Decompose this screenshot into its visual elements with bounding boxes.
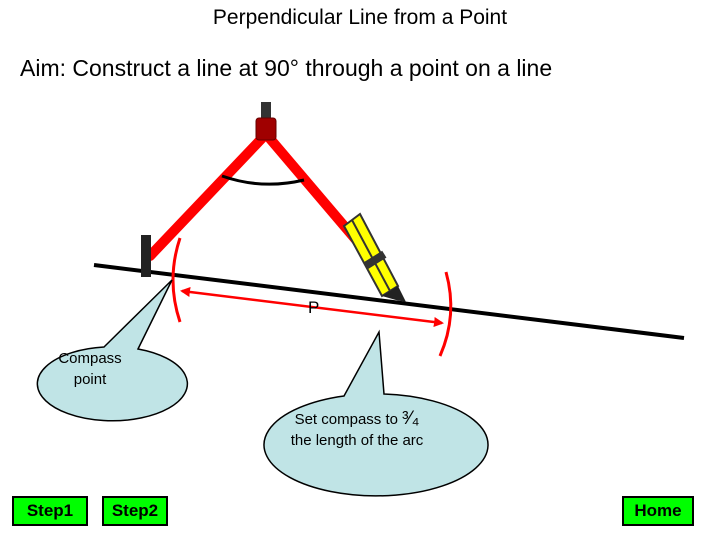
set-compass-line2: the length of the arc: [290, 432, 424, 449]
right-arc: [438, 271, 453, 357]
compass-point-needle: [141, 235, 151, 277]
compass-point-callout: [36, 279, 189, 422]
point-label: P: [308, 298, 319, 317]
set-compass-prefix: Set compass to: [294, 411, 403, 428]
page-title: Perpendicular Line from a Point: [212, 6, 508, 29]
compass-hinge-arc: [221, 174, 305, 186]
aim-text: Aim: Construct a line at 90° through a p…: [20, 55, 553, 81]
set-compass-callout-text: Set compass to ³⁄₄ the length of the arc: [262, 408, 452, 451]
pencil-icon: [342, 212, 406, 302]
left-arc: [171, 237, 182, 323]
set-compass-callout: [263, 329, 489, 497]
step1-button[interactable]: Step1: [12, 496, 88, 526]
step2-button[interactable]: Step2: [102, 496, 168, 526]
compass-left-leg: [145, 129, 271, 261]
set-compass-fraction: ³⁄₄: [402, 408, 420, 429]
compass-handle: [261, 102, 271, 122]
compass-point-callout-text: Compass point: [40, 348, 140, 390]
compass-point-line1: Compass: [58, 350, 122, 367]
measure-arrow: [180, 287, 444, 327]
home-button[interactable]: Home: [622, 496, 694, 526]
compass-point-line2: point: [73, 371, 107, 388]
compass-hinge: [255, 117, 277, 141]
